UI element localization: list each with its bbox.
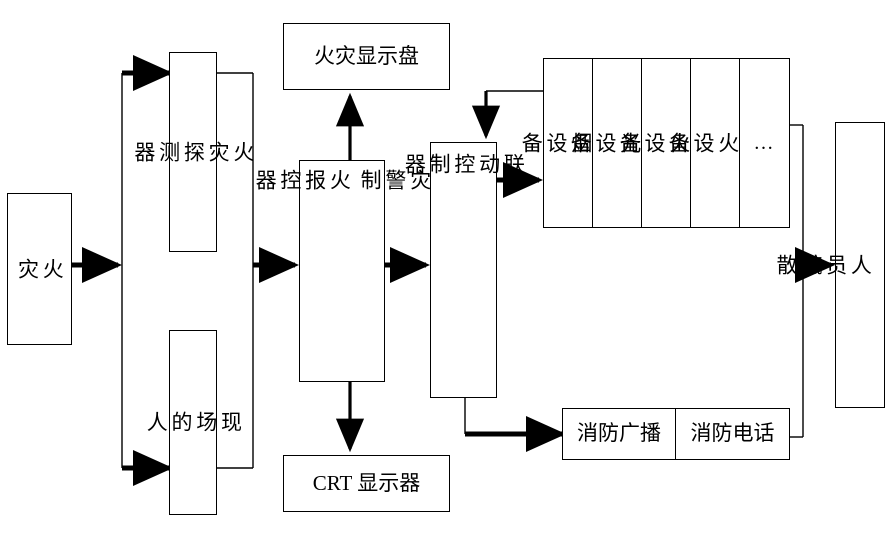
- comm-cell-fire-telephone-label: 消防电话: [690, 421, 775, 446]
- node-crt-display-label: CRT 显示器: [312, 470, 421, 495]
- node-fire-alarm-controller-columns: 灾 警 制 火 报 控 器: [252, 161, 432, 381]
- node-people-on-site[interactable]: 现 场 的 人: [144, 330, 243, 515]
- wire-equipment-feedback-to-linkage: [471, 90, 543, 140]
- node-fire-display-panel[interactable]: 火灾显示盘: [283, 23, 450, 90]
- node-linkage-controller-label: 联 动 控 制 器: [402, 153, 526, 176]
- equipment-cell-ellipsis-label: …: [753, 131, 776, 154]
- node-people-on-site-label: 现 场 的 人: [144, 411, 243, 434]
- comm-cell-fire-broadcast-label: 消防广播: [577, 421, 661, 446]
- equipment-cell-smoke-exhaust[interactable]: 排 烟 设 备: [519, 58, 618, 228]
- alarm-controller-column-1: 火 报 控 器: [253, 169, 352, 193]
- node-fire-label: 火 灾: [15, 257, 65, 281]
- node-fire-detector-label: 火 灾 探 测 器: [131, 140, 255, 164]
- comm-cell-fire-telephone[interactable]: 消防电话: [676, 408, 790, 460]
- node-fire-display-panel-label: 火灾显示盘: [314, 43, 419, 68]
- wire-linkage-to-comm: [464, 398, 567, 452]
- equipment-cell-ellipsis[interactable]: …: [740, 58, 790, 228]
- node-evacuation[interactable]: 灭 火 人 员 疏 散: [774, 122, 885, 408]
- node-linkage-controller[interactable]: 联 动 控 制 器: [402, 142, 525, 398]
- node-fire-detector[interactable]: 火 灾 探 测 器: [132, 52, 255, 252]
- comm-cell-fire-broadcast[interactable]: 消防广播: [562, 408, 676, 460]
- alarm-controller-column-2: 灾 警 制: [358, 169, 432, 193]
- equipment-cell-fire-prevention[interactable]: 防 火 设 备: [666, 58, 765, 228]
- node-crt-display[interactable]: CRT 显示器: [283, 455, 450, 512]
- node-evacuation-label: 灭 火 人 员 疏 散: [774, 253, 873, 277]
- node-fire[interactable]: 火 灾: [7, 193, 72, 345]
- node-fire-alarm-controller[interactable]: 灾 警 制 火 报 控 器: [253, 160, 432, 382]
- wire-equipment-to-right-bus: [790, 124, 804, 438]
